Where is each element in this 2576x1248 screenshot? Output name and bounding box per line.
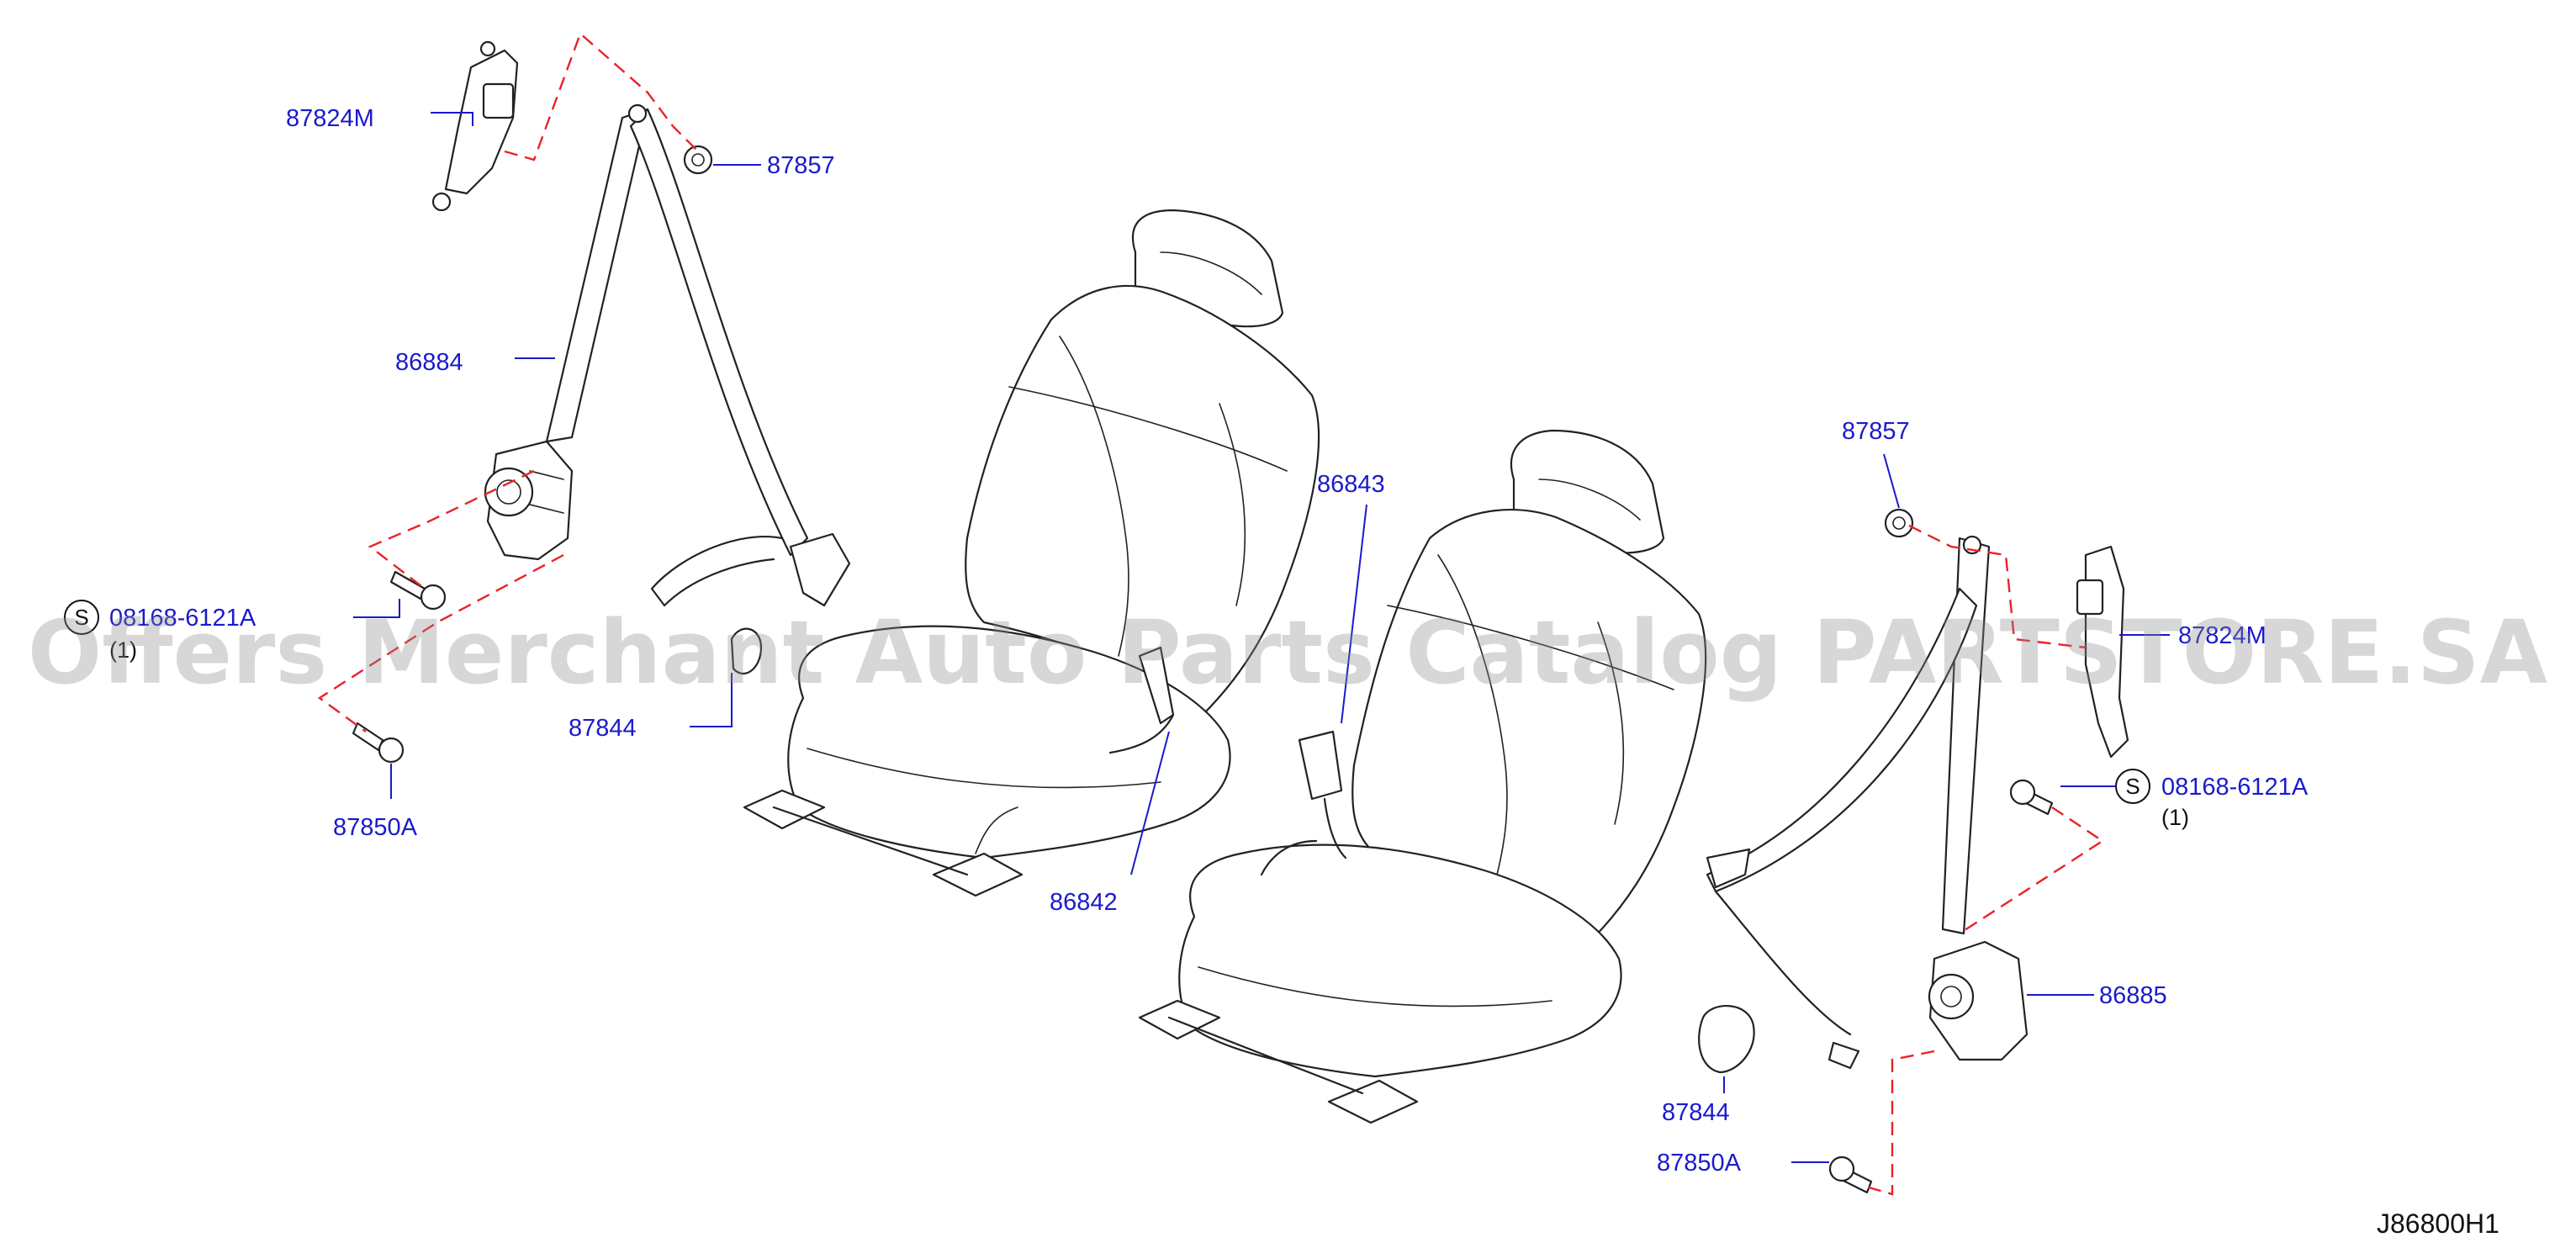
service-symbol-right: S bbox=[2115, 769, 2150, 804]
callout-87850a-right[interactable]: 87850A bbox=[1657, 1150, 1742, 1177]
svg-text:S: S bbox=[2125, 774, 2140, 799]
left-dashed-guides bbox=[317, 31, 699, 732]
callout-86885[interactable]: 86885 bbox=[2099, 982, 2167, 1009]
leader-lines bbox=[353, 112, 2170, 1163]
callout-87824m-left[interactable]: 87824M bbox=[286, 105, 374, 132]
callout-08168-6121a-left[interactable]: 08168-6121A bbox=[109, 605, 257, 632]
callout-87857-left[interactable]: 87857 bbox=[767, 152, 835, 179]
callout-87844-right[interactable]: 87844 bbox=[1662, 1099, 1730, 1126]
callout-87824m-right[interactable]: 87824M bbox=[2178, 622, 2267, 649]
qty-08168-right: (1) bbox=[2161, 805, 2189, 830]
drawing-id: J86800H1 bbox=[2377, 1208, 2499, 1239]
callout-86884[interactable]: 86884 bbox=[395, 349, 463, 376]
part-labels: 87824M 87857 86884 08168-6121A (1) 87844… bbox=[109, 105, 2309, 1177]
callout-87844-left[interactable]: 87844 bbox=[569, 715, 637, 742]
callout-08168-6121a-right[interactable]: 08168-6121A bbox=[2161, 774, 2309, 801]
svg-text:S: S bbox=[74, 605, 88, 630]
callout-87857-right[interactable]: 87857 bbox=[1842, 418, 1910, 445]
right-dashed-guides bbox=[1862, 524, 2105, 1196]
right-front-seat bbox=[1138, 429, 1707, 1124]
callout-87850a-left[interactable]: 87850A bbox=[333, 814, 418, 841]
watermark: Offers Merchant Auto Parts Catalog PARTS… bbox=[28, 601, 2547, 704]
callout-86843[interactable]: 86843 bbox=[1317, 471, 1385, 498]
right-seat-belt-assembly bbox=[1698, 508, 2129, 1194]
left-front-seat bbox=[743, 209, 1320, 897]
service-symbol-left: S bbox=[64, 600, 99, 635]
callout-86842[interactable]: 86842 bbox=[1050, 889, 1118, 916]
qty-08168-left: (1) bbox=[109, 637, 137, 663]
left-seat-belt-assembly bbox=[352, 40, 1347, 876]
